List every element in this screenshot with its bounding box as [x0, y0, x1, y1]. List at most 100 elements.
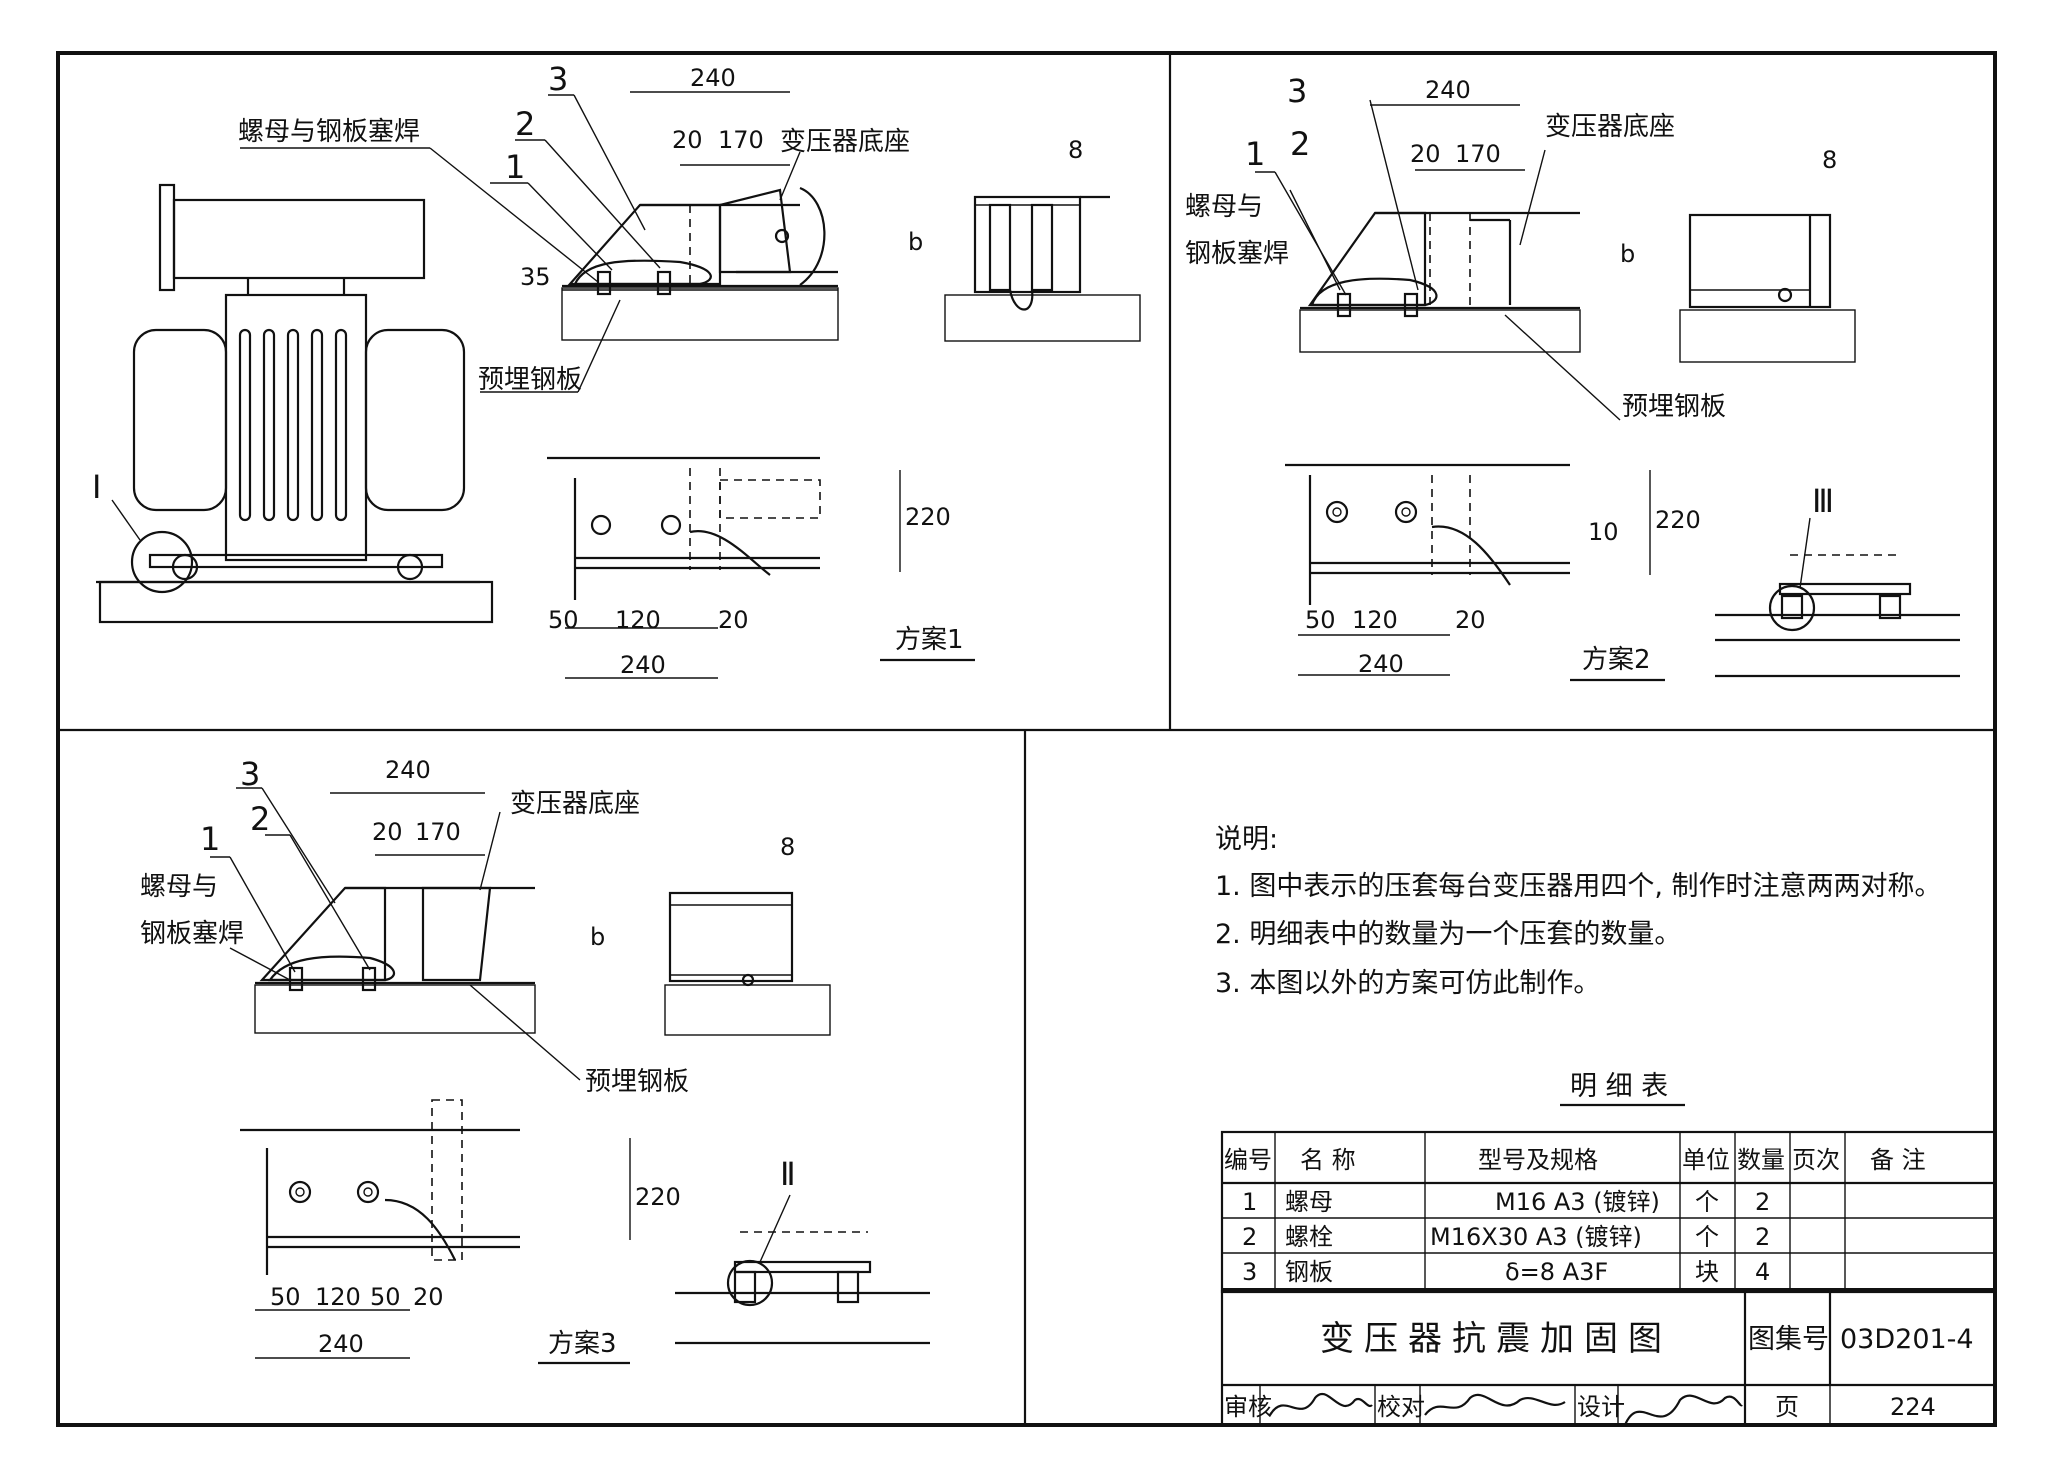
dim-120-s2: 120 — [1352, 606, 1398, 634]
bom-cell-unit: 个 — [1695, 1223, 1719, 1251]
label-part-1-s3: 1 — [200, 820, 220, 858]
bom-cell-spec: M16 A3 (镀锌) — [1495, 1188, 1660, 1216]
note-item-1: 1. 图中表示的压套每台变压器用四个, 制作时注意两两对称。 — [1215, 871, 1942, 902]
dim-10-s2: 10 — [1588, 518, 1619, 546]
label-nut-weld-1: 螺母与钢板塞焊 — [238, 117, 420, 147]
dim-240b-s2: 240 — [1358, 650, 1404, 678]
bom-cell-unit: 块 — [1695, 1258, 1719, 1286]
bom-cell-spec: δ=8 A3F — [1505, 1258, 1608, 1286]
dim-170-s1: 170 — [718, 126, 764, 154]
detail-I-label: I — [92, 468, 101, 506]
label-base-2: 变压器底座 — [1545, 112, 1675, 142]
sheet-border — [56, 51, 1997, 1427]
label-nut-weld-2b: 钢板塞焊 — [1185, 239, 1289, 269]
scheme3-side-view — [664, 891, 831, 1036]
review-label: 审核 — [1224, 1393, 1272, 1421]
bom-header-no: 编号 — [1224, 1146, 1272, 1174]
dim-240-s1: 240 — [690, 64, 736, 92]
dim-240-s3: 240 — [385, 756, 431, 784]
dim-120-s1: 120 — [615, 606, 661, 634]
bom-header-unit: 单位 — [1682, 1146, 1730, 1174]
bom-table-grid — [1220, 1130, 1997, 1294]
dim-50b-s3: 50 — [370, 1283, 401, 1311]
bom-header-qty: 数量 — [1737, 1146, 1785, 1174]
scheme2-plan — [1285, 463, 1570, 605]
check-label: 校对 — [1377, 1393, 1425, 1421]
scheme3-plan — [240, 1099, 520, 1275]
title-block-grid — [1220, 1290, 1995, 1425]
bom-cell-no: 1 — [1242, 1188, 1257, 1216]
dim-220-s1: 220 — [905, 503, 951, 531]
dim-220-s3: 220 — [635, 1183, 681, 1211]
label-part-2-s3: 2 — [250, 800, 270, 838]
dim-20-s2: 20 — [1410, 140, 1441, 168]
dim-20b-s2: 20 — [1455, 606, 1486, 634]
dim-50-s2: 50 — [1305, 606, 1336, 634]
detail-III-label: Ⅲ — [1812, 482, 1834, 520]
dim-b-s3: b — [590, 923, 605, 951]
label-part-3-s1: 3 — [548, 60, 568, 98]
atlas-label: 图集号 — [1748, 1324, 1829, 1355]
bom-cell-no: 3 — [1242, 1258, 1257, 1286]
bom-title: 明 细 表 — [1570, 1071, 1668, 1102]
notes-title: 说明: — [1215, 824, 1278, 855]
label-part-1-s2: 1 — [1245, 135, 1265, 173]
scheme-1-caption: 方案1 — [895, 625, 964, 655]
detail-II-view — [675, 1194, 930, 1345]
dimension-lines — [255, 91, 1651, 1359]
label-base-1: 变压器底座 — [780, 127, 910, 157]
bom-cell-qty: 2 — [1755, 1188, 1770, 1216]
dim-170-s3: 170 — [415, 818, 461, 846]
atlas-number: 03D201-4 — [1840, 1324, 1974, 1355]
dim-8-s1: 8 — [1068, 136, 1083, 164]
transformer-elevation — [96, 183, 494, 624]
dim-b-s1: b — [908, 228, 923, 256]
dim-220-s2: 220 — [1655, 506, 1701, 534]
table-row: 3 钢板 δ=8 A3F 块 4 — [1242, 1258, 1770, 1286]
dim-50-s3: 50 — [270, 1283, 301, 1311]
handwritten-signatures — [1269, 1392, 1744, 1426]
label-part-1-s1: 1 — [505, 148, 525, 186]
dim-b-s2: b — [1620, 240, 1635, 268]
dim-240b-s1: 240 — [620, 651, 666, 679]
detail-marker-I — [130, 530, 194, 594]
drawing-title: 变压器抗震加固图 — [1320, 1319, 1672, 1359]
bom-cell-name: 螺母 — [1285, 1188, 1333, 1216]
scheme2-section — [1299, 211, 1581, 353]
bom-header-name: 名 称 — [1300, 1146, 1356, 1174]
note-item-2: 2. 明细表中的数量为一个压套的数量。 — [1215, 919, 1681, 950]
dim-8-s2: 8 — [1822, 146, 1837, 174]
label-part-3-s2: 3 — [1287, 72, 1307, 110]
leader-lines — [210, 94, 1621, 1081]
label-embedded-2: 预埋钢板 — [1622, 392, 1726, 422]
design-label: 设计 — [1577, 1393, 1625, 1421]
label-part-2-s1: 2 — [515, 105, 535, 143]
label-base-3: 变压器底座 — [510, 789, 640, 819]
page-label: 页 — [1775, 1393, 1799, 1421]
scheme3-section — [254, 886, 536, 1034]
bom-cell-qty: 4 — [1755, 1258, 1770, 1286]
label-embedded-3: 预埋钢板 — [585, 1067, 689, 1097]
label-part-2-s2: 2 — [1290, 125, 1310, 163]
bom-cell-spec: M16X30 A3 (镀锌) — [1430, 1223, 1642, 1251]
dim-240-s2: 240 — [1425, 76, 1471, 104]
detail-II-label: Ⅱ — [780, 1155, 796, 1193]
dim-170-s2: 170 — [1455, 140, 1501, 168]
detail-III-view — [1715, 517, 1960, 678]
table-row: 2 螺栓 M16X30 A3 (镀锌) 个 2 — [1242, 1223, 1770, 1251]
dim-20b-s3: 20 — [413, 1283, 444, 1311]
label-part-3-s3: 3 — [240, 755, 260, 793]
dim-50-s1: 50 — [548, 606, 579, 634]
bom-cell-name: 钢板 — [1285, 1258, 1333, 1286]
bom-cell-name: 螺栓 — [1285, 1223, 1333, 1251]
dim-35-s1: 35 — [520, 263, 551, 291]
scheme1-side-view — [944, 195, 1141, 342]
label-nut-weld-3a: 螺母与 — [140, 872, 218, 902]
label-embedded-1: 预埋钢板 — [478, 365, 582, 395]
bom-header-spec: 型号及规格 — [1478, 1146, 1598, 1174]
bom-cell-qty: 2 — [1755, 1223, 1770, 1251]
label-nut-weld-3b: 钢板塞焊 — [140, 919, 244, 949]
scheme-3-caption: 方案3 — [548, 1329, 617, 1359]
dim-20-s1: 20 — [672, 126, 703, 154]
